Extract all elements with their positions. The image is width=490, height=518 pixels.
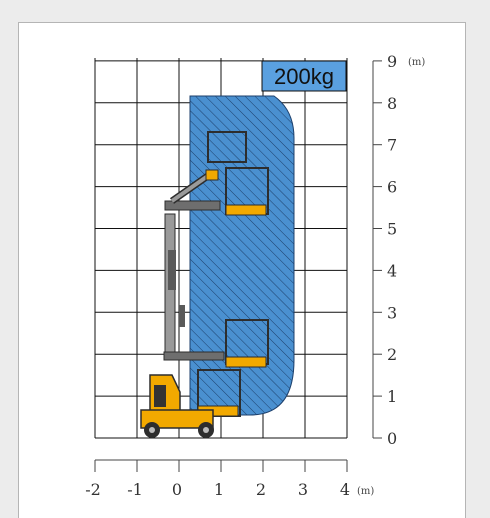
aerial-work-platform-icon (140, 131, 269, 438)
y-tick-label: 3 (387, 303, 397, 322)
x-tick-label: 0 (172, 480, 182, 499)
y-tick-label: 0 (387, 429, 397, 448)
y-tick-label: 4 (387, 261, 397, 280)
capacity-label: 200kg (274, 64, 334, 89)
x-tick-label: 4 (340, 480, 350, 499)
y-axis: 0 1 2 3 4 5 6 7 8 9 (372, 52, 397, 448)
y-tick-label: 9 (387, 52, 397, 71)
y-tick-label: 6 (387, 178, 397, 197)
y-tick-label: 1 (387, 387, 397, 406)
x-tick-label: 3 (298, 480, 308, 499)
y-tick-label: 7 (387, 136, 397, 155)
y-tick-label: 5 (387, 220, 397, 239)
x-axis-unit: (m) (357, 486, 374, 497)
capacity-box (261, 60, 347, 92)
y-axis-unit: (m) (408, 57, 425, 68)
x-tick-label: 2 (256, 480, 266, 499)
x-tick-label: -2 (85, 480, 101, 499)
x-tick-label: -1 (127, 480, 143, 499)
x-tick-label: 1 (214, 480, 224, 499)
y-tick-label: 8 (387, 94, 397, 113)
y-tick-label: 2 (387, 345, 397, 364)
x-axis: -2 -1 0 1 2 3 4 (85, 459, 350, 499)
